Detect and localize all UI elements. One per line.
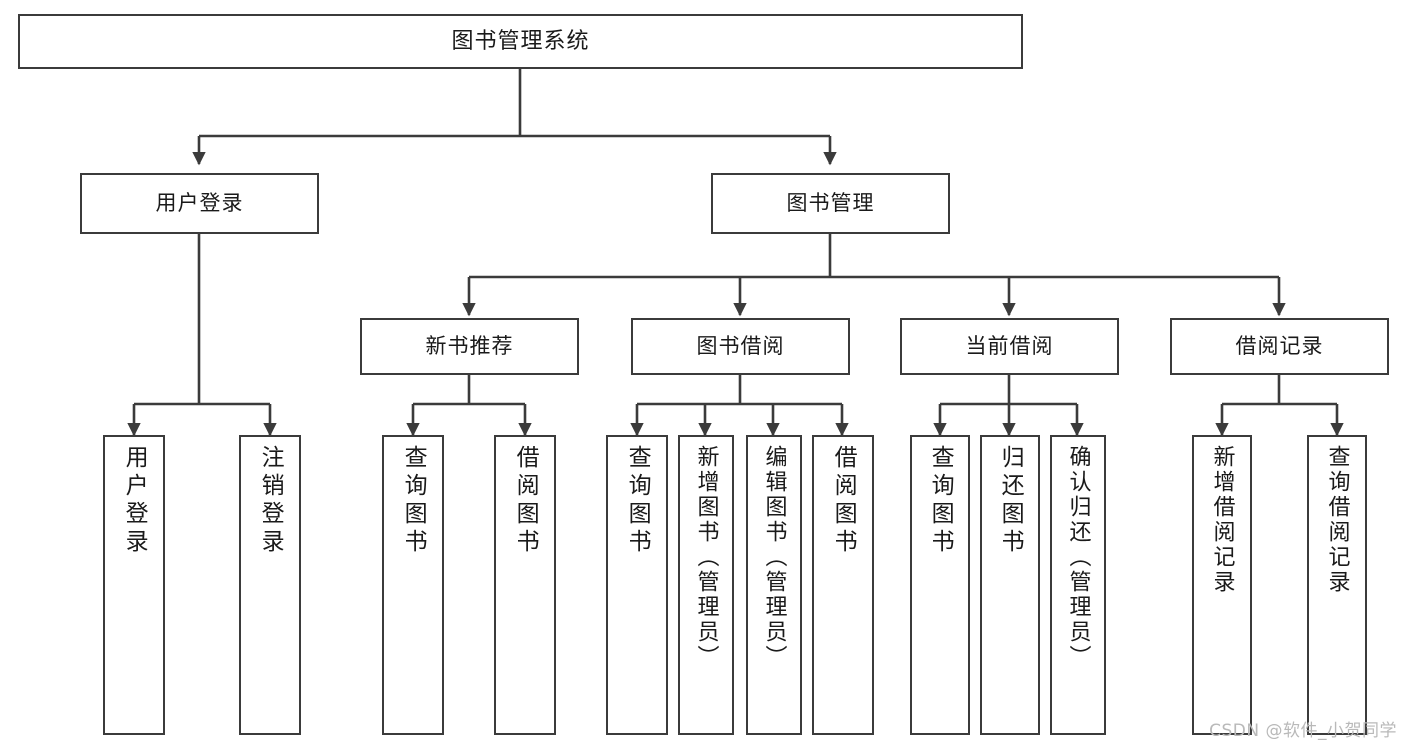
- node-new-book-recommend[interactable]: 新书推荐: [360, 318, 579, 375]
- node-book-borrow-label: 图书借阅: [696, 334, 785, 358]
- node-current-borrow-label: 当前借阅: [965, 334, 1054, 358]
- node-book-borrow[interactable]: 图书借阅: [631, 318, 850, 375]
- leaf-return-book[interactable]: 归还图书: [980, 435, 1040, 735]
- node-book-manage-label: 图书管理: [786, 191, 875, 215]
- node-user-login[interactable]: 用户登录: [80, 173, 319, 234]
- leaf-borrow-book-1-label: 借阅图书: [512, 445, 539, 557]
- leaf-add-book[interactable]: 新增图书（管理员）: [678, 435, 734, 735]
- leaf-query-book-2-label: 查询图书: [624, 445, 651, 557]
- leaf-add-record[interactable]: 新增借阅记录: [1192, 435, 1252, 735]
- leaf-edit-book-label: 编辑图书（管理员）: [761, 445, 787, 670]
- leaf-query-book-1-label: 查询图书: [400, 445, 427, 557]
- leaf-query-record-label: 查询借阅记录: [1324, 445, 1350, 595]
- leaf-query-book-3[interactable]: 查询图书: [910, 435, 970, 735]
- leaf-confirm-return[interactable]: 确认归还（管理员）: [1050, 435, 1106, 735]
- node-root[interactable]: 图书管理系统: [18, 14, 1023, 69]
- leaf-query-record[interactable]: 查询借阅记录: [1307, 435, 1367, 735]
- leaf-edit-book[interactable]: 编辑图书（管理员）: [746, 435, 802, 735]
- leaf-query-book-3-label: 查询图书: [927, 445, 954, 557]
- node-book-manage[interactable]: 图书管理: [711, 173, 950, 234]
- leaf-borrow-book-2-label: 借阅图书: [830, 445, 857, 557]
- node-user-login-label: 用户登录: [155, 191, 244, 215]
- node-borrow-record[interactable]: 借阅记录: [1170, 318, 1389, 375]
- leaf-user-login-label: 用户登录: [121, 445, 148, 557]
- node-current-borrow[interactable]: 当前借阅: [900, 318, 1119, 375]
- leaf-return-book-label: 归还图书: [997, 445, 1024, 557]
- leaf-logout-login[interactable]: 注销登录: [239, 435, 301, 735]
- leaf-confirm-return-label: 确认归还（管理员）: [1065, 445, 1091, 670]
- leaf-add-record-label: 新增借阅记录: [1209, 445, 1235, 595]
- leaf-add-book-label: 新增图书（管理员）: [693, 445, 719, 670]
- node-borrow-record-label: 借阅记录: [1235, 334, 1324, 358]
- leaf-borrow-book-2[interactable]: 借阅图书: [812, 435, 874, 735]
- leaf-user-login[interactable]: 用户登录: [103, 435, 165, 735]
- node-root-label: 图书管理系统: [451, 28, 590, 54]
- node-new-book-recommend-label: 新书推荐: [425, 334, 514, 358]
- leaf-logout-login-label: 注销登录: [257, 445, 284, 557]
- leaf-query-book-1[interactable]: 查询图书: [382, 435, 444, 735]
- watermark: CSDN @软件_小贺同学: [1209, 721, 1397, 741]
- leaf-query-book-2[interactable]: 查询图书: [606, 435, 668, 735]
- leaf-borrow-book-1[interactable]: 借阅图书: [494, 435, 556, 735]
